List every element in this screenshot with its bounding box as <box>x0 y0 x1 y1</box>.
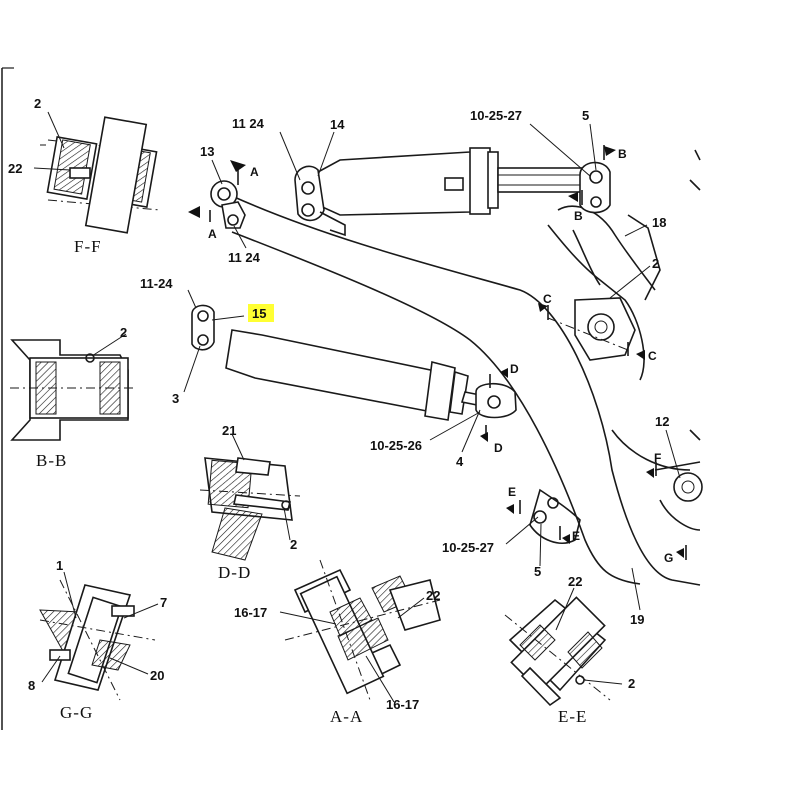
callout-label[interactable]: 11 24 <box>232 116 265 131</box>
section-arrow-label: F <box>654 451 661 465</box>
section-arrow-label: E <box>508 485 516 499</box>
callout-label[interactable]: 19 <box>630 612 644 627</box>
callout-label[interactable]: 3 <box>172 391 179 406</box>
section-arrow-label: E <box>572 529 580 543</box>
section-view-dd: D-D <box>199 457 301 582</box>
section-title-gg: G-G <box>60 703 93 722</box>
callout-label[interactable]: 11-24 <box>140 276 173 291</box>
callout-label-highlighted[interactable]: 15 <box>252 306 266 321</box>
callout-label[interactable]: 18 <box>652 215 666 230</box>
callout-label[interactable]: 16-17 <box>234 605 267 620</box>
section-title-bb: B-B <box>36 451 67 470</box>
callout-label[interactable]: 16-17 <box>386 697 419 712</box>
upper-hydraulic-cylinder <box>294 147 611 237</box>
section-arrow-label: B <box>574 209 583 223</box>
callout-15-highlight <box>248 304 274 322</box>
section-arrow-label: A <box>250 165 259 179</box>
callout-label[interactable]: 12 <box>655 414 669 429</box>
callout-label[interactable]: 10-25-26 <box>370 438 422 453</box>
callout-label[interactable]: 10-25-27 <box>470 108 522 123</box>
callout-label[interactable]: 14 <box>330 117 345 132</box>
section-arrow-label: C <box>648 349 657 363</box>
section-arrow-label: G <box>664 551 673 565</box>
callout-label[interactable]: 10-25-27 <box>442 540 494 555</box>
section-arrows: A A B B C C D D E E F G <box>188 145 687 565</box>
leader-lines <box>33 111 681 703</box>
section-arrow-label: D <box>494 441 503 455</box>
callout-label[interactable]: 13 <box>200 144 214 159</box>
callout-label[interactable]: 2 <box>120 325 127 340</box>
callout-label[interactable]: 11 24 <box>228 250 261 265</box>
callout-label[interactable]: 8 <box>28 678 35 693</box>
section-view-aa: A-A <box>284 559 441 726</box>
callout-label[interactable]: 20 <box>150 668 164 683</box>
lower-hydraulic-cylinder <box>191 304 517 421</box>
callout-label[interactable]: 4 <box>456 454 464 469</box>
callout-label[interactable]: 21 <box>222 423 236 438</box>
section-title-ff: F-F <box>74 237 102 256</box>
callout-label[interactable]: 5 <box>534 564 541 579</box>
callout-label[interactable]: 5 <box>582 108 589 123</box>
section-title-dd: D-D <box>218 563 251 582</box>
section-arrow-label: A <box>208 227 217 241</box>
section-arrow-label: B <box>618 147 627 161</box>
section-view-ff: F-F <box>40 116 161 256</box>
callout-label[interactable]: 7 <box>160 595 167 610</box>
section-arrow-label: D <box>510 362 519 376</box>
boom-arm <box>231 149 703 611</box>
upper-pivot-bracket <box>210 180 246 229</box>
callout-labels: 2 22 11 24 14 10-25-27 5 13 11 24 18 2 1… <box>8 96 669 712</box>
callout-label[interactable]: 22 <box>568 574 582 589</box>
callout-label[interactable]: 1 <box>56 558 63 573</box>
section-view-gg: G-G <box>39 579 156 722</box>
section-title-aa: A-A <box>330 707 363 726</box>
callout-label[interactable]: 2 <box>652 256 659 271</box>
section-arrow-label: C <box>543 292 552 306</box>
callout-label[interactable]: 22 <box>426 588 440 603</box>
callout-label[interactable]: 2 <box>34 96 41 111</box>
section-view-ee: E-E <box>504 596 611 726</box>
callout-label[interactable]: 2 <box>628 676 635 691</box>
callout-label[interactable]: 22 <box>8 161 22 176</box>
callout-label[interactable]: 2 <box>290 537 297 552</box>
section-view-bb: B-B <box>10 339 135 470</box>
section-title-ee: E-E <box>558 707 587 726</box>
